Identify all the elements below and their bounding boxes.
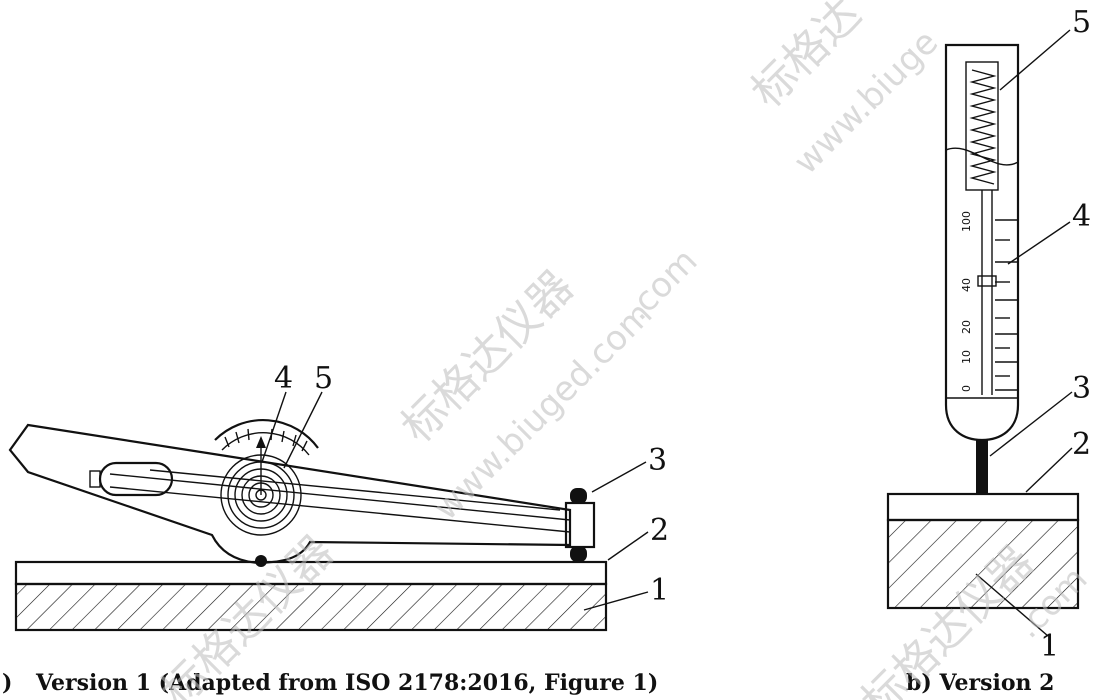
scale-tick-40: 40 (960, 278, 973, 292)
callout-b-2: 2 (1072, 427, 1091, 462)
figure-b-version-2: 100 40 20 10 0 5 4 3 2 1 b) Version 2 (886, 5, 1091, 696)
callout-b-4: 4 (1072, 199, 1091, 234)
pencil-magnet-tip (976, 440, 988, 494)
scale-arc-a (214, 419, 319, 449)
caption-a-prefix: ) (2, 670, 12, 696)
callout-a-1: 1 (650, 573, 669, 608)
callout-a-3: 3 (648, 443, 667, 478)
callout-a-4: 4 (274, 361, 293, 396)
callout-a-2: 2 (650, 513, 669, 548)
callout-b-3: 3 (1072, 371, 1091, 406)
figure-a-version-1: 3 2 1 4 5 ) Version 1 (Adapted from ISO … (2, 361, 669, 696)
callout-b-5: 5 (1072, 5, 1091, 40)
caption-b: b) Version 2 (906, 670, 1054, 696)
tension-spring (969, 69, 997, 185)
substrate-a (14, 582, 608, 632)
scale-tick-20: 20 (960, 320, 973, 334)
substrate-b (886, 518, 1080, 610)
scale-tick-10: 10 (960, 350, 973, 364)
scale-tick-0: 0 (960, 385, 973, 392)
magnet (570, 488, 587, 504)
scale-tick-100: 100 (960, 211, 973, 232)
coating-layer-b (886, 492, 1080, 522)
callout-a-5: 5 (314, 361, 333, 396)
callout-b-1: 1 (1040, 629, 1059, 664)
caption-a: Version 1 (Adapted from ISO 2178:2016, F… (35, 670, 658, 696)
watermark: 标格达仪器 www.biuged.com .com 标格达 www.biuge … (152, 0, 1096, 700)
